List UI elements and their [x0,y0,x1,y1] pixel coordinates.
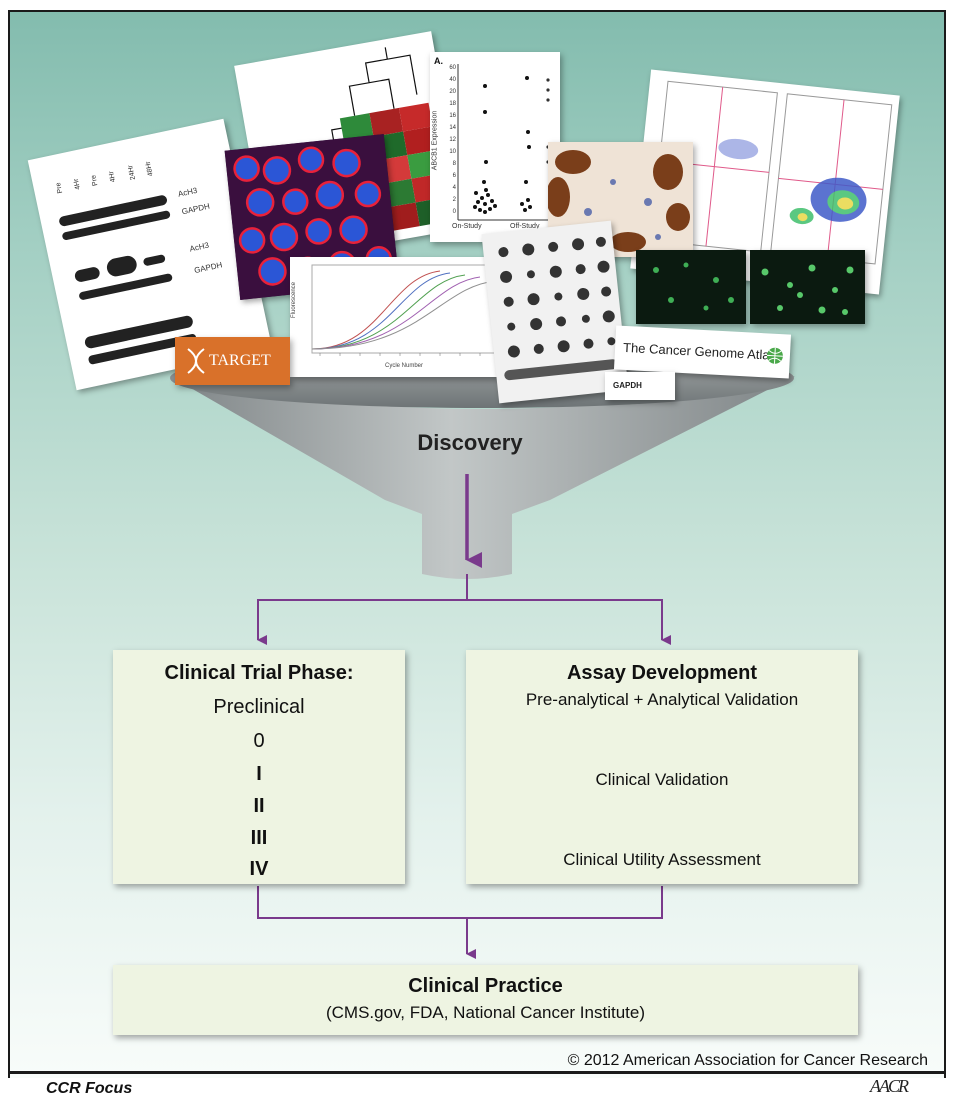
green-fluorescence-card-2 [750,250,865,324]
aacr-logo: AACR [870,1076,909,1096]
phase-ii: II [253,795,265,817]
scatter-y-tick: 18 [449,101,456,107]
footer-rule [8,1071,944,1074]
target-logo-text: TARGET [209,352,271,369]
scatter-y-tick: 6 [452,173,456,179]
scatter-y-tick: 16 [449,113,456,119]
qpcr-x-label: Cycle Number [385,363,424,369]
step-clinical-validation: Clinical Validation [595,770,729,789]
flow-cytometry-image [650,80,893,265]
dot-blot-card [481,220,629,404]
scatter-y-tick: 60 [449,65,456,71]
qpcr-card: Fluorescence Cycle Number [290,257,510,377]
copyright-text: © 2012 American Association for Cancer R… [567,1052,928,1069]
scatter-y-ticks: 60 40 20 18 16 14 12 10 8 6 4 2 0 [446,62,456,218]
dna-helix-icon [187,348,205,374]
phase-iv: IV [249,858,269,880]
phase-i: I [256,763,262,785]
scatter-y-tick: 4 [452,185,456,191]
flow-connectors [257,474,671,959]
clinical-practice-subtitle: (CMS.gov, FDA, National Cancer Institute… [325,1003,645,1022]
journal-section-label: CCR Focus [46,1080,133,1097]
scatter-y-tick: 2 [452,197,456,203]
western-blot-image [59,195,197,365]
scatter-y-tick: 0 [452,209,456,215]
step-analytical-validation: Pre-analytical + Analytical Validation [525,690,799,709]
scatter-panel-label: A. [434,56,443,66]
clinical-practice-title: Clinical Practice [408,975,563,997]
scatter-plot-card: A. ABCB1 Expression On-Study Off-Study 6… [430,52,560,242]
assay-development-box: Assay Development Pre-analytical + Analy… [466,650,858,884]
scatter-y-tick: 40 [449,77,456,83]
phase-0: 0 [253,730,265,752]
green-fluorescence-card-1 [636,250,746,324]
phase-iii: III [250,827,268,849]
scatter-y-tick: 20 [449,89,456,95]
clinical-practice-box: Clinical Practice (CMS.gov, FDA, Nationa… [113,965,858,1035]
clinical-trial-phase-title: Clinical Trial Phase: [164,662,354,684]
scatter-y-tick: 14 [449,125,456,131]
discovery-label: Discovery [417,430,523,455]
scatter-x-category-2: Off-Study [510,223,540,230]
tcga-logo-card: The Cancer Genome Atlas [613,325,792,379]
clinical-trial-phase-box: Clinical Trial Phase: Preclinical 0 I II… [113,650,405,884]
western-blot-card: AcH3 GAPDH AcH3 GAPDH Pre 4Hr Pre 4Hr 24… [27,118,273,391]
tcga-globe-icon [766,347,783,364]
dot-blot-label: GAPDH [613,381,642,390]
scatter-y-tick: 10 [449,149,456,155]
green-fluorescence-image-2 [750,250,865,324]
scatter-plot-image [457,64,555,221]
figure-frame: AcH3 GAPDH AcH3 GAPDH Pre 4Hr Pre 4Hr 24… [8,10,946,1078]
scatter-x-category-1: On-Study [452,223,482,230]
green-fluorescence-image-1 [636,250,746,324]
flow-cytometry-card [630,69,900,295]
dot-blot-image [498,236,618,381]
step-clinical-utility: Clinical Utility Assessment [563,850,761,869]
scatter-y-tick: 8 [452,161,456,167]
assay-development-title: Assay Development [566,662,758,684]
scatter-y-tick: 12 [449,137,456,143]
phase-preclinical: Preclinical [213,696,305,718]
target-logo-card: TARGET [175,337,290,385]
gapdh-strip-card: GAPDH [605,372,675,400]
